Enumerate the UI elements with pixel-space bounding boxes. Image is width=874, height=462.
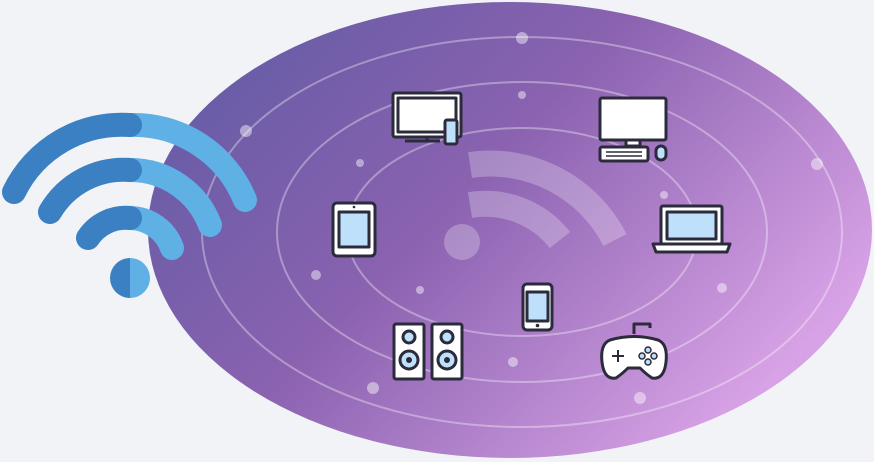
desktop-computer-icon: [598, 96, 668, 163]
laptop-icon: [651, 204, 732, 254]
tablet-icon: [331, 201, 377, 258]
game-controller-icon: [600, 322, 668, 380]
orbit-dots: [240, 32, 823, 404]
speakers-icon: [392, 322, 464, 381]
network-oval: [148, 2, 872, 458]
tv-with-remote-icon: [391, 91, 463, 146]
wifi-watermark-icon: [444, 150, 627, 260]
smartphone-icon: [521, 282, 554, 332]
wifi-icon: [2, 112, 257, 298]
